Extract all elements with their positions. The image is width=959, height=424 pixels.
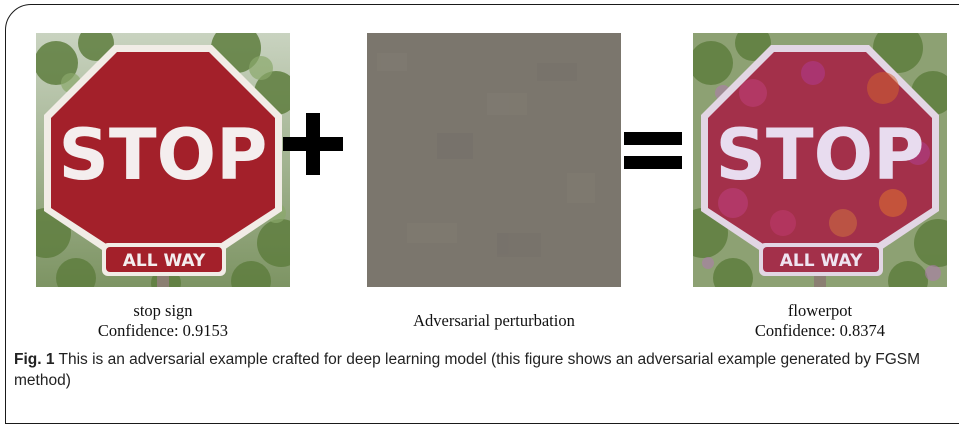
figure-caption: Fig. 1 This is an adversarial example cr… bbox=[14, 349, 949, 391]
caption-label: Fig. 1 bbox=[14, 351, 55, 368]
stop-text: STOP bbox=[59, 114, 268, 196]
stop-sign-image: STOP ALL WAY bbox=[36, 33, 290, 287]
all-way-text: ALL WAY bbox=[123, 251, 206, 271]
equals-sign bbox=[622, 105, 688, 185]
perturbation-label: Adversarial perturbation bbox=[367, 311, 621, 331]
confidence-value: Confidence: 0.9153 bbox=[97, 321, 229, 340]
adversarial-stop-sign-image: STOP ALL WAY bbox=[693, 33, 947, 287]
flowerpot-label: flowerpot Confidence: 0.8374 bbox=[693, 301, 947, 341]
all-way-text: ALL WAY bbox=[780, 251, 863, 271]
confidence-value: Confidence: 0.8374 bbox=[754, 321, 886, 340]
class-name: stop sign bbox=[133, 301, 193, 320]
perturbation-image bbox=[367, 33, 621, 287]
class-name: flowerpot bbox=[787, 301, 853, 320]
plus-sign bbox=[283, 105, 349, 185]
caption-text: This is an adversarial example crafted f… bbox=[14, 351, 921, 389]
perturbation-text: Adversarial perturbation bbox=[413, 311, 575, 330]
stop-text: STOP bbox=[716, 114, 925, 196]
stop-sign-label: stop sign Confidence: 0.9153 bbox=[36, 301, 290, 341]
